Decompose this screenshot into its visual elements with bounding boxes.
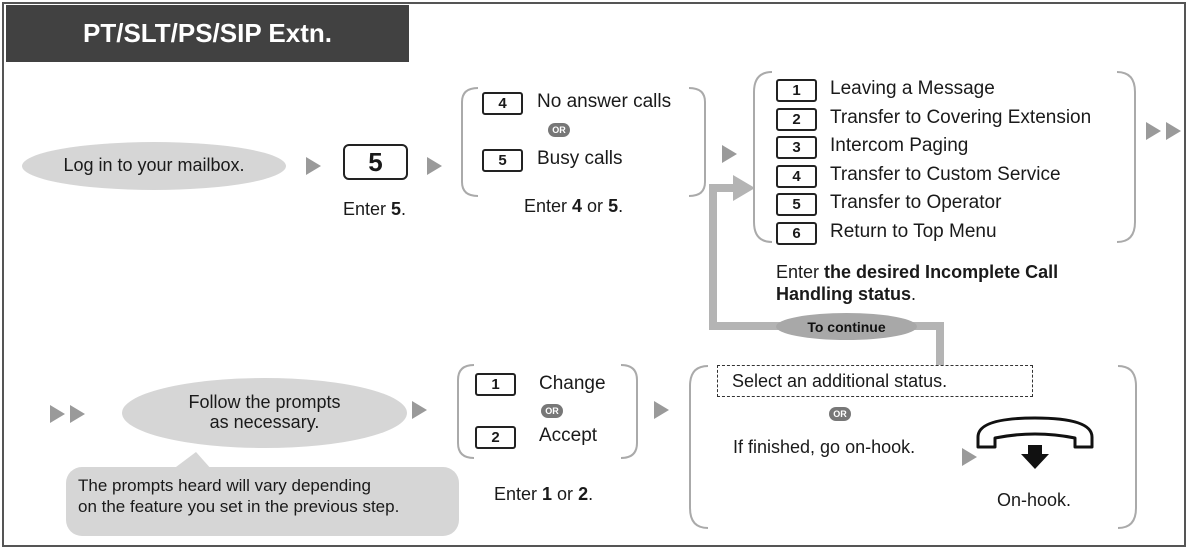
- arrow-right-icon: [306, 157, 321, 175]
- status-key-2: 2: [776, 108, 817, 131]
- bracket-status-left: [753, 71, 773, 243]
- prompts-note: The prompts heard will vary depending on…: [66, 467, 459, 536]
- follow-prompts-line1: Follow the prompts: [188, 392, 341, 413]
- key-5-button: 5: [343, 144, 408, 180]
- arrow-right-icon: [412, 401, 427, 419]
- status-key-3: 3: [776, 136, 817, 159]
- status-transfer-operator: Transfer to Operator: [830, 192, 1002, 213]
- bracket-type-right: [688, 87, 706, 197]
- status-intercom-paging: Intercom Paging: [830, 135, 969, 156]
- arrow-right-icon: [962, 448, 977, 466]
- if-finished-text: If finished, go on-hook.: [733, 437, 916, 457]
- bracket-final-right: [1117, 365, 1137, 529]
- arrow-right-icon: [654, 401, 669, 419]
- option-accept: Accept: [539, 425, 598, 446]
- continue-loop-arrowhead: [733, 175, 755, 201]
- or-badge: OR: [829, 407, 851, 421]
- continue-loop-line: [709, 184, 944, 365]
- on-hook-caption: On-hook.: [997, 490, 1072, 510]
- login-step: Log in to your mailbox.: [22, 142, 286, 190]
- option-change: Change: [539, 373, 606, 394]
- accept-key-2: 2: [475, 426, 516, 449]
- status-key-1: 1: [776, 79, 817, 102]
- prompts-note-line1: The prompts heard will vary depending: [78, 476, 371, 495]
- status-key-6: 6: [776, 222, 817, 245]
- prompts-note-line2: on the feature you set in the previous s…: [78, 497, 400, 517]
- status-return-top: Return to Top Menu: [830, 221, 997, 242]
- bracket-status-right: [1116, 71, 1136, 243]
- double-arrow-icon-d: [70, 405, 85, 423]
- change-key-1: 1: [475, 373, 516, 396]
- option-busy-calls: Busy calls: [537, 148, 623, 169]
- enter-4-or-5-caption: Enter 4 or 5.: [524, 196, 624, 216]
- bracket-final-left: [689, 365, 709, 529]
- diagram-title: PT/SLT/PS/SIP Extn.: [6, 5, 409, 62]
- arrow-right-icon: [722, 145, 737, 163]
- or-badge: OR: [548, 123, 570, 137]
- follow-prompts-step: Follow the prompts as necessary.: [122, 378, 407, 448]
- handset-icon: [976, 416, 1094, 469]
- status-key-5: 5: [776, 193, 817, 216]
- double-arrow-icon-b: [1166, 122, 1181, 140]
- double-arrow-icon-c: [50, 405, 65, 423]
- enter-status-caption: Enter the desired Incomplete Call Handli…: [776, 262, 1059, 304]
- double-arrow-icon-a: [1146, 122, 1161, 140]
- status-key-4: 4: [776, 165, 817, 188]
- follow-prompts-line2: as necessary.: [209, 412, 320, 432]
- or-badge: OR: [541, 404, 563, 418]
- to-continue-badge: To continue: [776, 313, 917, 340]
- status-leaving-message: Leaving a Message: [830, 78, 995, 99]
- bracket-change-left: [457, 364, 475, 459]
- key-5-box: 5: [482, 149, 523, 172]
- status-transfer-covering: Transfer to Covering Extension: [830, 107, 1092, 128]
- bracket-type-left: [461, 87, 479, 197]
- key-4-box: 4: [482, 92, 523, 115]
- status-transfer-custom: Transfer to Custom Service: [830, 164, 1061, 185]
- enter-1-or-2-caption: Enter 1 or 2.: [494, 484, 594, 504]
- bracket-change-right: [620, 364, 638, 459]
- arrow-right-icon: [427, 157, 442, 175]
- enter-5-caption: Enter 5.: [343, 199, 407, 219]
- select-additional-box: Select an additional status.: [717, 365, 1033, 397]
- note-tail: [172, 452, 212, 470]
- option-no-answer-calls: No answer calls: [537, 91, 672, 112]
